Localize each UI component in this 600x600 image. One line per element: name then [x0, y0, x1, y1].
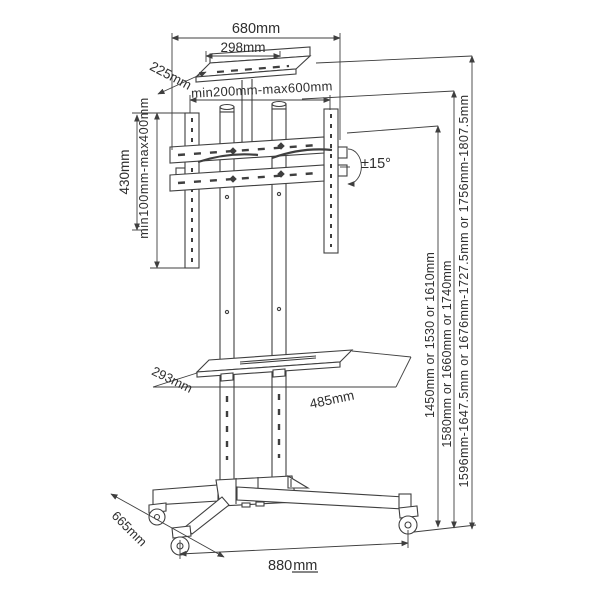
- label-height-overall: 1596mm-1647.5mm or 1676mm-1727.5mm or 17…: [457, 95, 471, 488]
- base-width-unit: mm: [293, 558, 317, 574]
- middle-shelf: [195, 349, 354, 382]
- right-pole: [271, 100, 287, 479]
- right-vesa-rail: [323, 108, 339, 254]
- tilt-lever-left: [197, 153, 259, 164]
- vesa-bracket: [169, 108, 348, 269]
- caster-right: [398, 505, 419, 535]
- label-shelf-depth: 293mm: [149, 363, 195, 395]
- dim-tray-depth: [157, 71, 207, 95]
- tray-stem: [241, 79, 253, 142]
- caster-rear-left: [148, 502, 167, 526]
- gusset: [287, 475, 310, 489]
- dim-bracket-height: [132, 112, 185, 269]
- base-width-value: 880: [268, 558, 292, 574]
- dim-shelf-plane: [152, 350, 412, 388]
- label-bracket-height: 430mm: [117, 149, 132, 194]
- label-shelf-width: 485mm: [308, 387, 355, 411]
- label-vesa-width: min200mm-max600mm: [191, 78, 333, 100]
- left-pole: [219, 103, 235, 481]
- label-overall-width: 680mm: [232, 21, 280, 37]
- label-base-width: 880mm: [268, 558, 317, 574]
- dimension-lines: [110, 33, 477, 573]
- tilt-lever-right: [271, 148, 333, 160]
- tilt-arc: [340, 148, 362, 187]
- stand-drawing: [148, 46, 419, 556]
- label-height-to-bracket: 1450mm or 1530 or 1610mm: [423, 252, 437, 418]
- label-base-depth: 665mm: [109, 508, 150, 549]
- label-tilt-angle: ±15°: [361, 156, 391, 172]
- rear-left-leg: [152, 484, 219, 506]
- dim-tray-width: [205, 51, 281, 62]
- label-height-to-tray: 1580mm or 1660mm or 1740mm: [440, 260, 454, 447]
- base-assembly: [148, 475, 419, 556]
- dim-base-width: [179, 530, 409, 573]
- caster-front-left: [170, 525, 192, 556]
- label-vesa-height: min100mm-max400mm: [137, 97, 151, 238]
- label-tray-width: 298mm: [220, 40, 265, 55]
- dim-heights: [301, 55, 477, 533]
